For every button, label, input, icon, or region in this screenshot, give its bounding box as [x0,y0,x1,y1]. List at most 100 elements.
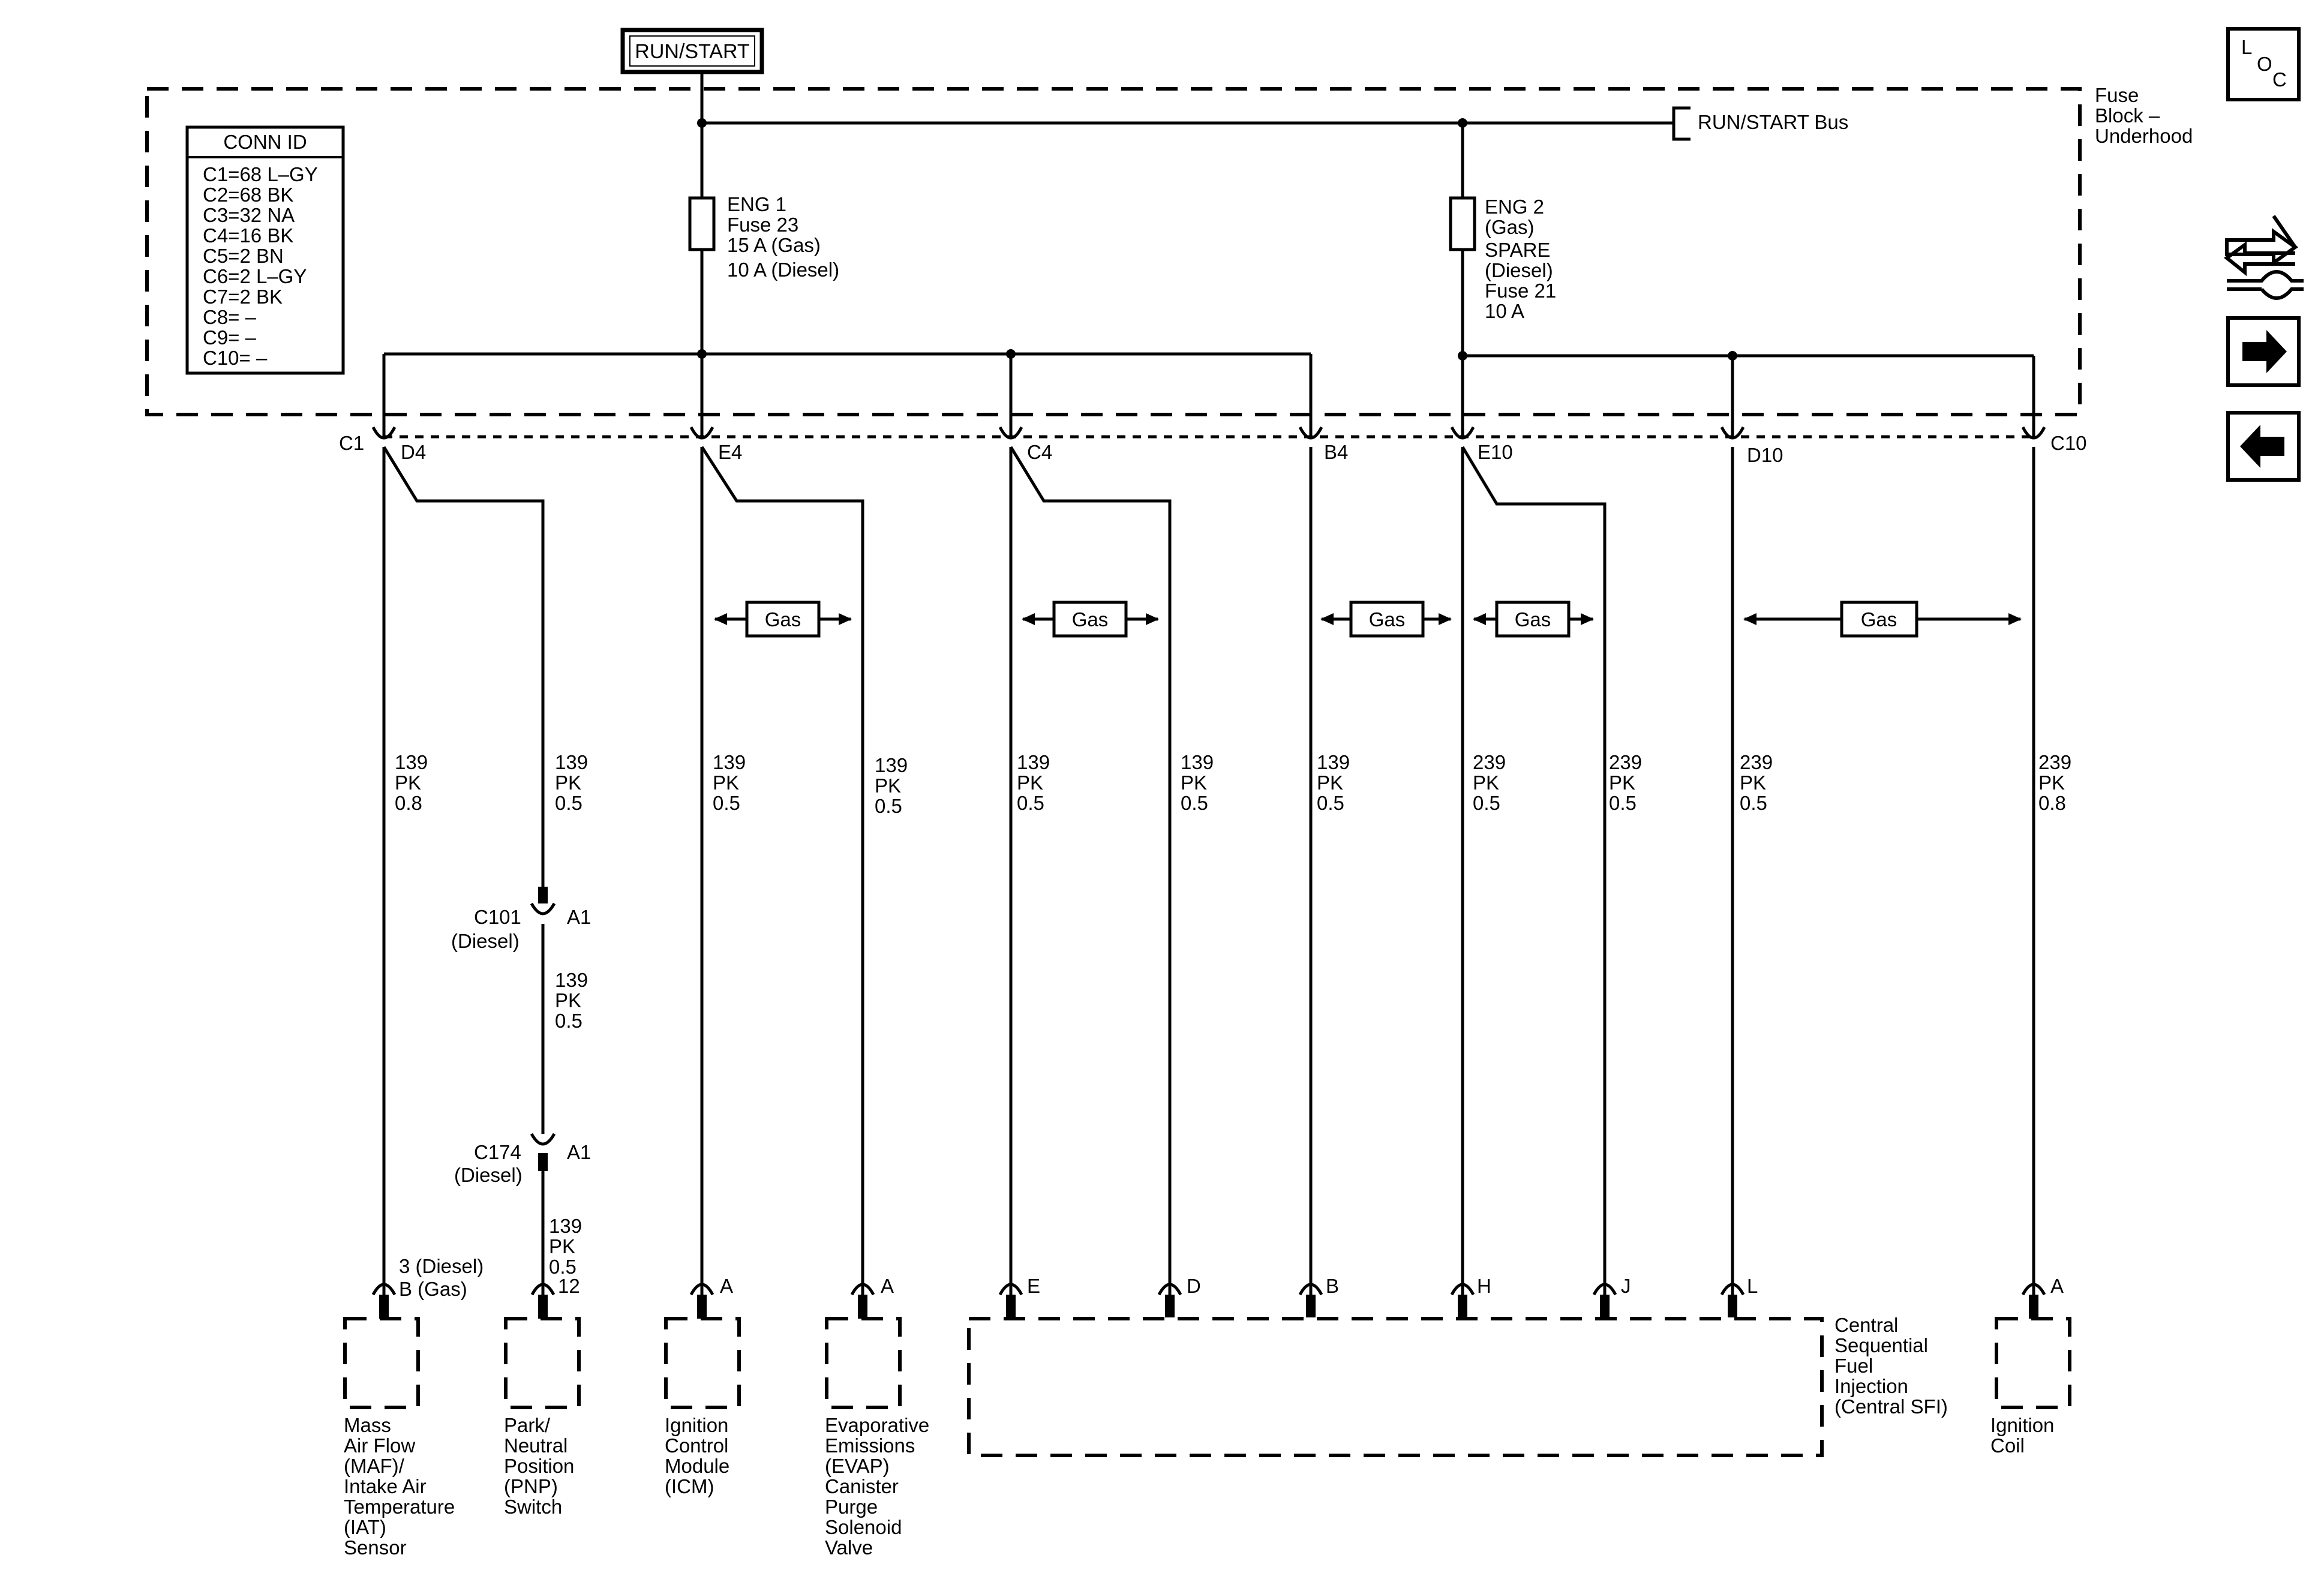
svg-text:139: 139 [875,754,908,776]
svg-text:(EVAP): (EVAP) [825,1455,890,1477]
svg-text:0.5: 0.5 [1317,792,1344,814]
connector-label-e10: E10 [1478,441,1513,463]
svg-text:A1: A1 [567,1141,591,1163]
loc-button[interactable]: L O C [2226,27,2301,101]
svg-text:PK: PK [555,772,581,794]
svg-text:PK: PK [1017,772,1043,794]
svg-text:239: 239 [2038,751,2071,773]
svg-text:E: E [1027,1275,1040,1297]
fuse-eng1: ENG 1 Fuse 23 15 A (Gas) 10 A (Diesel) [688,193,839,281]
svg-text:A: A [720,1275,733,1297]
svg-text:B: B [1326,1275,1339,1297]
run-start-bus-label: RUN/START Bus [1698,111,1848,133]
run-start-label: RUN/START [635,40,749,63]
circuit-wires [382,446,2035,1295]
svg-text:139: 139 [1181,751,1214,773]
component-maf: Mass Air Flow (MAF)/ Intake Air Temperat… [343,1317,455,1559]
svg-text:A: A [881,1275,894,1297]
next-page-button[interactable] [2226,316,2301,387]
splice-eng2 [1458,351,2035,438]
gas-label: Gas [1072,608,1109,631]
svg-text:PK: PK [555,989,581,1011]
svg-text:C5=2 BN: C5=2 BN [203,245,284,267]
svg-text:0.5: 0.5 [549,1256,577,1278]
svg-text:ENG 2: ENG 2 [1485,196,1544,218]
svg-text:Sensor: Sensor [344,1536,407,1559]
svg-text:3 (Diesel): 3 (Diesel) [399,1255,484,1277]
svg-text:(Gas): (Gas) [1485,216,1535,238]
svg-text:10 A (Diesel): 10 A (Diesel) [727,259,839,281]
fuse-eng2: ENG 2 (Gas) SPARE (Diesel) Fuse 21 10 A [1449,196,1556,322]
svg-text:Coil: Coil [1990,1434,2025,1457]
inline-connector-c101: C101 (Diesel) A1 139 PK 0.5 [451,887,591,1032]
svg-text:C7=2 BK: C7=2 BK [203,286,283,308]
svg-text:PK: PK [1317,772,1343,794]
svg-text:B (Gas): B (Gas) [399,1278,467,1300]
svg-text:L: L [1747,1275,1758,1297]
svg-text:Emissions: Emissions [825,1434,915,1457]
component-pin-connectors [371,1283,2046,1319]
svg-text:C9= –: C9= – [203,326,257,349]
wire-labels: 139 PK 0.8 139 PK 0.5 139 PK 0.5 139 PK … [395,751,2071,817]
svg-text:10 A: 10 A [1485,300,1524,322]
component-evap: Evaporative Emissions (EVAP) Canister Pu… [825,1317,929,1559]
svg-text:Neutral: Neutral [504,1434,568,1457]
svg-text:O: O [2257,53,2272,75]
svg-text:Evaporative: Evaporative [825,1414,929,1436]
fuse-block-outline [145,87,2082,416]
svg-text:A1: A1 [567,906,591,928]
svg-text:(Diesel): (Diesel) [451,930,520,952]
svg-text:Solenoid: Solenoid [825,1516,902,1538]
svg-text:0.5: 0.5 [1181,792,1208,814]
gas-label: Gas [1515,608,1551,631]
connector-label-c10: C10 [2050,432,2087,454]
svg-text:0.5: 0.5 [875,795,902,817]
svg-text:Fuse 23: Fuse 23 [727,214,798,236]
svg-text:Valve: Valve [825,1536,873,1559]
svg-text:Position: Position [504,1455,574,1477]
svg-text:C8= –: C8= – [203,306,257,328]
svg-text:0.5: 0.5 [1473,792,1500,814]
svg-text:Central: Central [1834,1314,1898,1336]
connector-label-d10: D10 [1747,444,1783,466]
previous-page-button[interactable] [2226,411,2301,482]
arrows-wrench-icon[interactable] [2224,215,2304,300]
svg-text:A: A [2050,1275,2064,1297]
component-ignition-coil: Ignition Coil [1990,1317,2071,1457]
svg-text:Mass: Mass [344,1414,391,1436]
gas-label: Gas [765,608,801,631]
gas-label: Gas [1369,608,1406,631]
svg-text:ENG 1: ENG 1 [727,193,786,215]
svg-text:Underhood: Underhood [2095,125,2193,147]
svg-text:C4=16 BK: C4=16 BK [203,224,293,247]
gas-option-marks: Gas Gas Gas Gas Gas [714,601,2022,638]
svg-text:C10= –: C10= – [203,347,268,369]
arrow-right-icon [2242,330,2287,373]
svg-text:239: 239 [1473,751,1506,773]
run-start-source: RUN/START [620,28,764,74]
svg-text:PK: PK [395,772,421,794]
svg-text:0.5: 0.5 [555,792,582,814]
svg-text:Park/: Park/ [504,1414,551,1436]
svg-text:J: J [1621,1275,1631,1297]
connector-label-c4: C4 [1027,441,1052,463]
svg-text:0.5: 0.5 [1017,792,1044,814]
svg-text:PK: PK [875,775,901,797]
svg-text:PK: PK [1473,772,1499,794]
svg-text:(PNP): (PNP) [504,1475,558,1497]
component-central-sfi: Central Sequential Fuel Injection (Centr… [967,1314,1948,1457]
svg-text:(Diesel): (Diesel) [1485,259,1553,281]
svg-text:PK: PK [713,772,739,794]
svg-text:C101: C101 [474,906,521,928]
svg-text:Sequential: Sequential [1834,1334,1928,1356]
svg-text:239: 239 [1609,751,1642,773]
svg-text:D: D [1187,1275,1201,1297]
svg-text:139: 139 [395,751,428,773]
inline-connector-c174: C174 (Diesel) A1 139 PK 0.5 [454,1133,591,1278]
svg-text:139: 139 [713,751,746,773]
svg-text:12: 12 [558,1275,580,1297]
svg-text:PK: PK [1609,772,1635,794]
svg-text:139: 139 [549,1215,582,1237]
svg-text:SPARE: SPARE [1485,239,1550,261]
